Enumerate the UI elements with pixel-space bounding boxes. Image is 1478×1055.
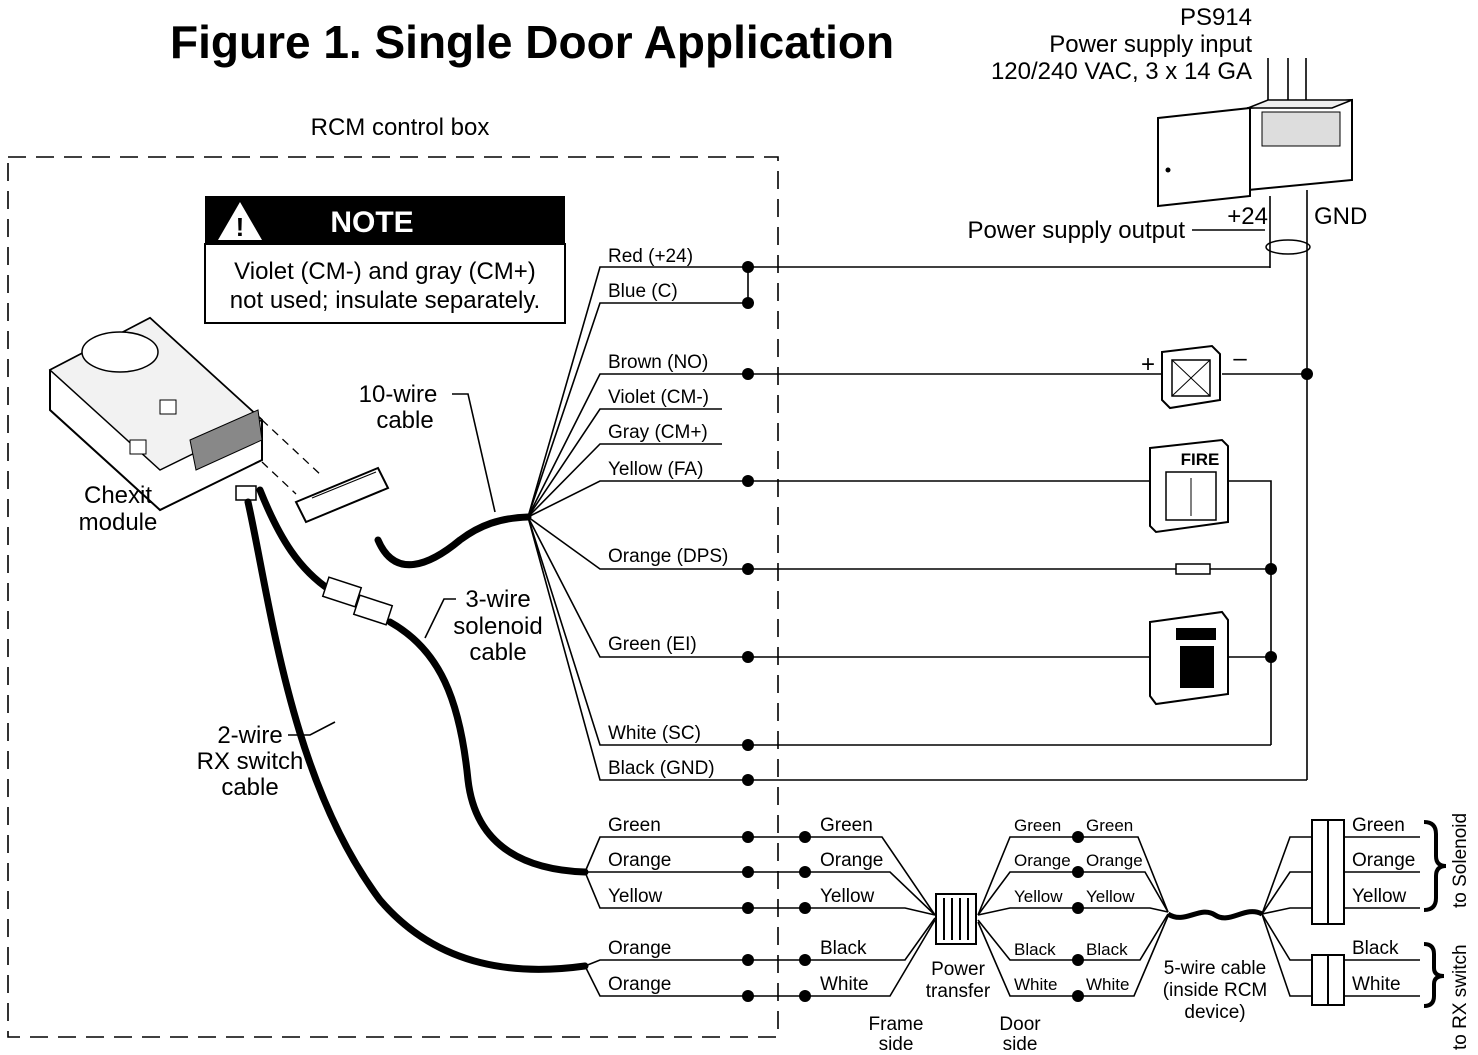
box-wire-label-5: Orange xyxy=(608,974,671,995)
door-side-label-1: Door xyxy=(999,1014,1041,1035)
strike-minus-label: – xyxy=(1233,345,1247,372)
end-wire-label-3: Yellow xyxy=(1352,886,1407,907)
door-position-switch xyxy=(1175,563,1211,575)
five-wire-label-1: 5-wire cable xyxy=(1164,958,1266,979)
rx-switch-brace xyxy=(1423,942,1445,1008)
wire-label-white: White (SC) xyxy=(608,723,701,744)
door-right-wires xyxy=(1078,836,1169,997)
end-wire-label-1: Green xyxy=(1352,815,1405,836)
two-wire-label-2: RX switch xyxy=(197,748,304,775)
frame-wire-label-5: White xyxy=(820,974,869,995)
ten-wire-cable xyxy=(374,513,532,569)
three-wire-label-1: 3-wire xyxy=(465,586,530,613)
note-line-1: Violet (CM-) and gray (CM+) xyxy=(234,258,536,285)
solenoid-connector xyxy=(1311,819,1345,925)
door-side-wires xyxy=(977,836,1078,997)
two-wire-label-3: cable xyxy=(221,774,278,801)
plus-24-label: +24 xyxy=(1227,203,1268,230)
power-transfer-device xyxy=(935,893,977,945)
wire-label-green: Green (EI) xyxy=(608,634,697,655)
power-supply-input-spec: 120/240 VAC, 3 x 14 GA xyxy=(991,58,1252,85)
frame-side-wires xyxy=(805,836,936,997)
five-wire-label-2: (inside RCM xyxy=(1163,980,1268,1001)
two-wire-rx-switch-cable xyxy=(244,498,589,973)
chexit-label-line-1: Chexit xyxy=(84,482,152,509)
power-supply-output-label: Power supply output xyxy=(968,217,1186,244)
fire-label: FIRE xyxy=(1181,450,1220,469)
door-right-label-4: Black xyxy=(1086,940,1128,959)
solenoid-brace xyxy=(1423,820,1447,912)
warning-icon xyxy=(218,202,262,240)
ten-wire-connector xyxy=(294,466,390,524)
rx-switch-connector xyxy=(1311,954,1345,1006)
figure-title: Figure 1. Single Door Application xyxy=(170,16,894,68)
control-box-outline xyxy=(7,156,779,1038)
door-left-label-3: Yellow xyxy=(1014,887,1063,906)
ten-wire-label-2: cable xyxy=(376,407,433,434)
box-wire-label-1: Green xyxy=(608,815,661,836)
door-left-label-4: Black xyxy=(1014,940,1056,959)
ten-wire-label-1: 10-wire xyxy=(359,381,438,408)
wire-label-violet: Violet (CM-) xyxy=(608,387,709,408)
door-right-label-2: Orange xyxy=(1086,851,1143,870)
ten-wire-fanout xyxy=(527,266,748,781)
end-wire-label-4: Black xyxy=(1352,938,1399,959)
note-heading: NOTE xyxy=(330,206,413,239)
wire-label-black: Black (GND) xyxy=(608,758,715,779)
note-line-2: not used; insulate separately. xyxy=(230,287,540,314)
chexit-module-image xyxy=(48,316,264,512)
control-box-label: RCM control box xyxy=(311,114,490,141)
module-solenoid-lead xyxy=(256,486,334,594)
fire-alarm-pull-station: FIRE xyxy=(1149,438,1229,534)
to-solenoid-label: to Solenoid xyxy=(1450,813,1471,908)
door-right-label-1: Green xyxy=(1086,816,1133,835)
frame-wire-label-1: Green xyxy=(820,815,873,836)
door-right-label-3: Yellow xyxy=(1086,887,1135,906)
wire-label-gray: Gray (CM+) xyxy=(608,422,708,443)
box-wire-label-4: Orange xyxy=(608,938,671,959)
wire-label-orange: Orange (DPS) xyxy=(608,546,728,567)
end-wire-label-2: Orange xyxy=(1352,850,1415,871)
electric-strike-device xyxy=(1161,344,1221,410)
frame-wire-label-2: Orange xyxy=(820,850,883,871)
three-wire-solenoid-cable xyxy=(386,618,589,876)
power-transfer-label-1: Power xyxy=(931,959,986,980)
box-wire-label-2: Orange xyxy=(608,850,671,871)
two-wire-label-1: 2-wire xyxy=(217,722,282,749)
door-left-label-2: Orange xyxy=(1014,851,1071,870)
wire-label-yellow: Yellow (FA) xyxy=(608,459,703,480)
box-wire-fanout xyxy=(584,836,805,997)
power-transfer-label-2: transfer xyxy=(926,981,991,1002)
five-wire-cable xyxy=(1166,909,1264,921)
power-supply-unit xyxy=(1157,98,1353,208)
door-side-label-2: side xyxy=(1003,1034,1038,1055)
wire-label-brown: Brown (NO) xyxy=(608,352,708,373)
frame-wire-label-3: Yellow xyxy=(820,886,875,907)
power-supply-input-label: Power supply input xyxy=(1049,31,1252,58)
end-fanout-wires xyxy=(1261,836,1312,997)
three-wire-label-3: cable xyxy=(469,639,526,666)
door-left-label-1: Green xyxy=(1014,816,1061,835)
wire-label-red: Red (+24) xyxy=(608,246,693,267)
note-box: ! NOTE Violet (CM-) and gray (CM+) not u… xyxy=(204,196,566,324)
wire-label-blue: Blue (C) xyxy=(608,281,678,302)
strike-plus-label: + xyxy=(1141,351,1155,378)
door-left-label-5: White xyxy=(1014,975,1057,994)
svg-text:!: ! xyxy=(236,212,245,242)
frame-side-label-1: Frame xyxy=(869,1014,924,1035)
chexit-label-line-2: module xyxy=(79,509,158,536)
door-right-label-5: White xyxy=(1086,975,1129,994)
frame-wire-label-4: Black xyxy=(820,938,867,959)
frame-side-label-2: side xyxy=(879,1034,914,1055)
five-wire-label-3: device) xyxy=(1184,1002,1245,1023)
end-wire-label-5: White xyxy=(1352,974,1401,995)
box-wire-label-3: Yellow xyxy=(608,886,663,907)
to-rx-switch-label: to RX switch xyxy=(1450,944,1471,1050)
gnd-label: GND xyxy=(1314,203,1367,230)
three-wire-label-2: solenoid xyxy=(453,613,542,640)
keypad-reader-device xyxy=(1149,610,1229,706)
power-supply-model: PS914 xyxy=(1180,4,1252,31)
